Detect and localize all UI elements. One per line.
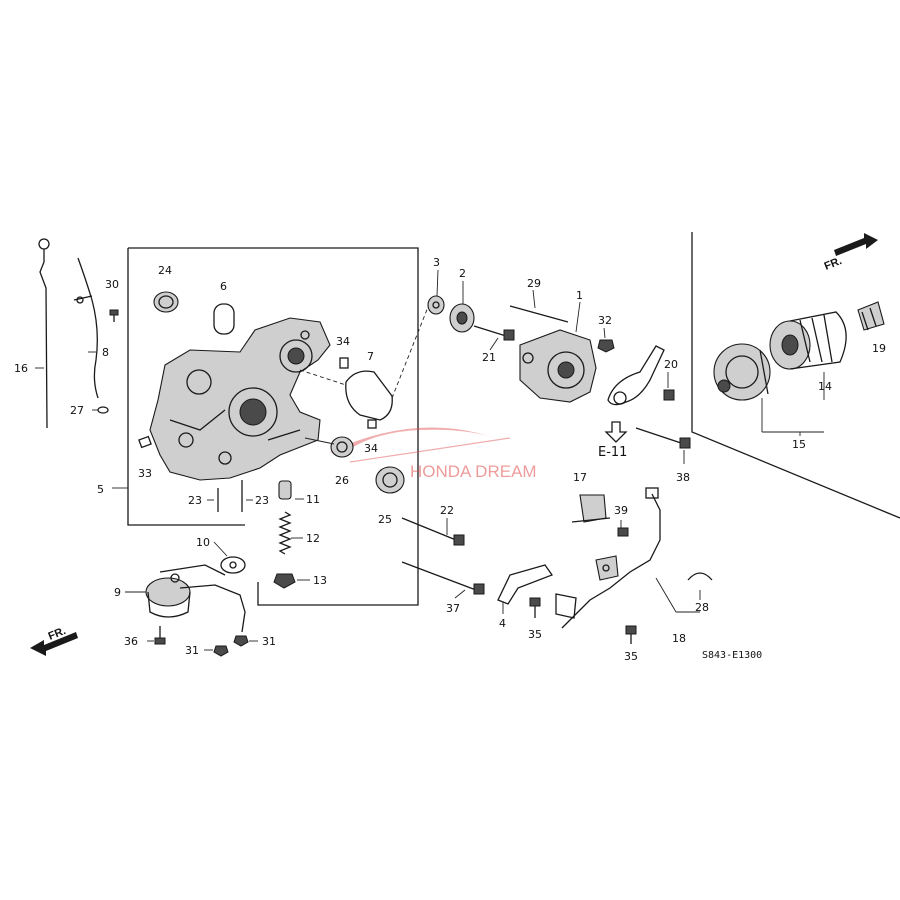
callout-30: 30 — [105, 278, 119, 291]
oil-seal-26 — [330, 436, 354, 458]
o-ring-27 — [97, 406, 109, 414]
bolt-21 — [473, 325, 515, 341]
dipstick — [38, 238, 50, 429]
gasket-6 — [213, 303, 235, 335]
callout-25: 25 — [378, 513, 392, 526]
callout-22: 22 — [440, 504, 454, 517]
callouts: 1 2 3 4 5 6 7 8 9 10 11 12 13 14 15 16 1… — [14, 256, 886, 663]
callout-39: 39 — [614, 504, 628, 517]
callout-8: 8 — [102, 346, 109, 359]
callout-2: 2 — [459, 267, 466, 280]
bolt-22 — [401, 517, 465, 546]
callout-28: 28 — [695, 601, 709, 614]
sealing-bolt-13 — [273, 573, 296, 589]
callout-20: 20 — [664, 358, 678, 371]
nut-31 — [233, 635, 249, 647]
oil-sensor-harness-18 — [555, 487, 661, 629]
pulley-2 — [449, 303, 475, 333]
seal-7 — [345, 370, 393, 421]
relief-valve-11 — [278, 480, 292, 500]
oil-filter-14 — [769, 311, 847, 370]
callout-34-top: 34 — [336, 335, 350, 348]
callout-7: 7 — [367, 350, 374, 363]
pump-housing-1 — [519, 329, 597, 403]
callout-12: 12 — [306, 532, 320, 545]
front-arrow-right — [834, 233, 878, 256]
callout-10: 10 — [196, 536, 210, 549]
front-label-right: FR. — [823, 255, 844, 273]
nut-32 — [597, 339, 615, 353]
callout-24: 24 — [158, 264, 172, 277]
stud-29 — [509, 305, 569, 323]
bolt-35 — [529, 597, 541, 618]
callout-16: 16 — [14, 362, 28, 375]
watermark-logo: HONDA DREAM — [330, 427, 537, 481]
callout-26: 26 — [335, 474, 349, 487]
callout-18: 18 — [672, 632, 686, 645]
diagram-code: S843-E1300 — [702, 650, 762, 661]
bolt-37 — [401, 561, 485, 595]
bolt-35b — [625, 625, 637, 644]
collar-24 — [153, 291, 179, 313]
oil-seal-25 — [375, 466, 405, 494]
callout-11: 11 — [306, 493, 320, 506]
washer-3 — [427, 295, 445, 315]
callout-6: 6 — [220, 280, 227, 293]
oil-pump-body — [149, 317, 331, 481]
callout-9: 9 — [114, 586, 121, 599]
relief-spring-12 — [278, 511, 292, 555]
filter-fitting-19 — [857, 301, 885, 331]
clip-28 — [687, 572, 713, 581]
dowel-34b — [367, 419, 377, 429]
dipstick-tube — [73, 257, 99, 399]
callout-33: 33 — [138, 467, 152, 480]
callout-15: 15 — [792, 438, 806, 451]
callout-35-right: 35 — [624, 650, 638, 663]
callout-32: 32 — [598, 314, 612, 327]
oil-filter-base-15 — [713, 343, 771, 401]
callout-3: 3 — [433, 256, 440, 269]
bolt-38 — [635, 427, 691, 449]
assembly-group-box — [127, 247, 419, 606]
callout-36: 36 — [124, 635, 138, 648]
callout-31-right: 31 — [262, 635, 276, 648]
bolt-20 — [663, 389, 675, 401]
stud-23 — [217, 480, 243, 512]
bracket-17 — [571, 494, 611, 523]
watermark-text: HONDA DREAM — [410, 462, 537, 481]
callout-31-left: 31 — [185, 644, 199, 657]
callout-37: 37 — [446, 602, 460, 615]
front-arrow-left — [30, 632, 78, 656]
callout-13: 13 — [313, 574, 327, 587]
dowel-33 — [138, 435, 152, 449]
bolt-39 — [617, 527, 629, 537]
nut-31b — [213, 645, 229, 657]
callout-27: 27 — [70, 404, 84, 417]
callout-35-left: 35 — [528, 628, 542, 641]
reference-arrow — [604, 421, 628, 443]
callout-5: 5 — [97, 483, 104, 496]
oil-strainer-9 — [145, 564, 246, 633]
callout-29: 29 — [527, 277, 541, 290]
callout-21: 21 — [482, 351, 496, 364]
pump-bracket — [607, 345, 665, 406]
bracket-4 — [497, 564, 554, 605]
reference-label: E-11 — [598, 445, 627, 460]
filter-section-divider — [691, 232, 900, 519]
callout-1: 1 — [576, 289, 583, 302]
callout-14: 14 — [818, 380, 832, 393]
callout-17: 17 — [573, 471, 587, 484]
bolt-36 — [154, 626, 166, 645]
callout-4: 4 — [499, 617, 506, 630]
callout-23-left: 23 — [188, 494, 202, 507]
bolt-30 — [109, 309, 119, 322]
gasket-10 — [220, 556, 246, 574]
callout-34-bottom: 34 — [364, 442, 378, 455]
dowel-34 — [339, 357, 349, 369]
callout-23-right: 23 — [255, 494, 269, 507]
callout-19: 19 — [872, 342, 886, 355]
callout-38: 38 — [676, 471, 690, 484]
